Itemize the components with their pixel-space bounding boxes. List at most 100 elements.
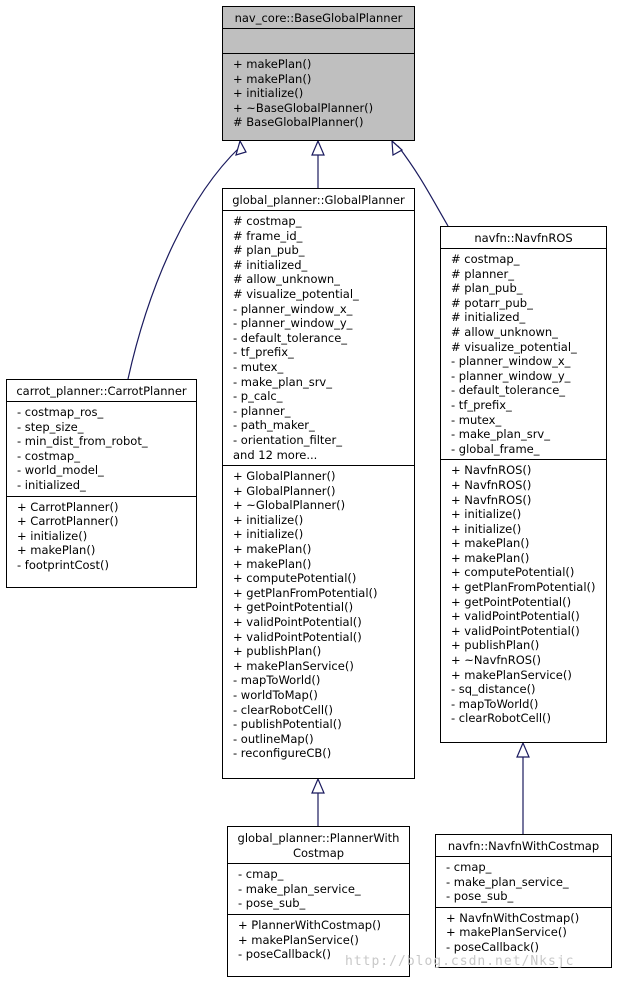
- class-name: nav_core::BaseGlobalPlanner: [234, 11, 403, 25]
- member-line: # initialized_: [451, 310, 526, 325]
- methods-section: + GlobalPlanner()+ GlobalPlanner()+ ~Glo…: [223, 465, 414, 764]
- member-line: + NavfnROS(): [451, 492, 532, 507]
- member-line: + validPointPotential(): [233, 629, 362, 644]
- member-line: - planner_window_y_: [233, 316, 353, 331]
- class-carrot-planner[interactable]: carrot_planner::CarrotPlanner - costmap_…: [6, 379, 197, 588]
- member-line: + ~NavfnROS(): [451, 653, 542, 668]
- member-line: + makePlanService(): [238, 932, 359, 947]
- arrowhead-nwc: [516, 741, 530, 758]
- class-name: global_planner::PlannerWith Costmap: [228, 827, 409, 863]
- member-line: - make_plan_srv_: [233, 374, 332, 389]
- member-line: + makePlan(): [451, 550, 530, 565]
- member-line: + makePlan(): [233, 542, 312, 557]
- member-line: # allow_unknown_: [233, 272, 340, 287]
- member-line: - mutex_: [451, 412, 502, 427]
- methods-section: + CarrotPlanner()+ CarrotPlanner()+ init…: [7, 495, 196, 576]
- class-navfn-ros[interactable]: navfn::NavfnROS # costmap_# planner_# pl…: [440, 226, 607, 743]
- member-line: # initialized_: [233, 257, 308, 272]
- member-line: - outlineMap(): [233, 731, 314, 746]
- member-line: # allow_unknown_: [451, 324, 558, 339]
- member-line: + initialize(): [451, 507, 522, 522]
- member-line: - tf_prefix_: [451, 397, 512, 412]
- member-line: - tf_prefix_: [233, 345, 294, 360]
- methods-section: + NavfnROS()+ NavfnROS()+ NavfnROS()+ in…: [441, 459, 606, 729]
- member-line: + getPointPotential(): [233, 600, 354, 615]
- member-line: - cmap_: [238, 867, 284, 882]
- member-line: + makePlan(): [17, 543, 96, 558]
- member-line: + makePlanService(): [446, 925, 567, 940]
- edge-carrot-to-base: [127, 146, 241, 380]
- member-line: + initialize(): [451, 521, 522, 536]
- member-line: - default_tolerance_: [451, 383, 566, 398]
- class-name: navfn::NavfnWithCostmap: [447, 839, 600, 853]
- member-line: - p_calc_: [233, 389, 283, 404]
- member-line: - make_plan_srv_: [451, 427, 550, 442]
- member-line: - pose_sub_: [446, 889, 514, 904]
- member-line: + initialize(): [233, 86, 304, 101]
- member-line: - costmap_: [17, 448, 80, 463]
- member-line: - cmap_: [446, 860, 492, 874]
- member-line: + initialize(): [17, 528, 88, 543]
- member-line: # plan_pub_: [233, 243, 305, 258]
- member-line: - global_frame_: [451, 441, 540, 456]
- class-global-planner[interactable]: global_planner::GlobalPlanner # costmap_…: [222, 188, 415, 779]
- attributes-section: - cmap_- make_plan_service_- pose_sub_: [436, 856, 611, 907]
- member-line: - clearRobotCell(): [451, 711, 551, 726]
- attributes-section: - costmap_ros_- step_size_- min_dist_fro…: [7, 401, 196, 496]
- member-line: + initialize(): [233, 512, 304, 527]
- member-line: # BaseGlobalPlanner(): [233, 115, 364, 130]
- member-line: + publishPlan(): [233, 644, 322, 659]
- class-name-line-2: Costmap: [292, 845, 345, 860]
- watermark: http://blog.csdn.net/Nksjc: [345, 954, 575, 969]
- member-line: - planner_window_y_: [451, 368, 571, 383]
- member-line: - publishPotential(): [233, 717, 342, 732]
- member-line: + computePotential(): [233, 571, 357, 586]
- member-line: + NavfnROS(): [451, 463, 532, 478]
- member-line: + CarrotPlanner(): [17, 499, 119, 514]
- member-line: + validPointPotential(): [451, 609, 580, 624]
- member-line: - step_size_: [17, 419, 84, 434]
- member-line: - initialized_: [17, 477, 86, 492]
- class-navfn-with-costmap[interactable]: navfn::NavfnWithCostmap - cmap_- make_pl…: [435, 834, 612, 968]
- methods-section: + makePlan()+ makePlan()+ initialize()+ …: [223, 53, 414, 133]
- attributes-section: [223, 28, 414, 53]
- member-line: + publishPlan(): [451, 638, 540, 653]
- member-line: # plan_pub_: [451, 281, 523, 296]
- edge-navfn-to-base: [397, 145, 449, 227]
- member-line: + NavfnWithCostmap(): [446, 910, 580, 925]
- member-line: # potarr_pub_: [451, 295, 533, 310]
- member-line: + GlobalPlanner(): [233, 469, 336, 484]
- member-line: - mutex_: [233, 359, 284, 374]
- member-line: - mapToWorld(): [233, 673, 321, 688]
- member-line: + validPointPotential(): [233, 615, 362, 630]
- member-line: # costmap_: [451, 252, 520, 266]
- member-line: - reconfigureCB(): [233, 746, 332, 761]
- member-line: + getPlanFromPotential(): [233, 585, 378, 600]
- methods-section: + PlannerWithCostmap()+ makePlanService(…: [228, 913, 409, 965]
- arrowhead-pwc: [311, 777, 325, 794]
- member-line: and 12 more...: [233, 447, 318, 462]
- member-line: + getPlanFromPotential(): [451, 580, 596, 595]
- class-name: carrot_planner::CarrotPlanner: [16, 384, 187, 398]
- class-name: global_planner::GlobalPlanner: [232, 193, 405, 207]
- member-line: - orientation_filter_: [233, 432, 342, 447]
- class-planner-with-costmap[interactable]: global_planner::PlannerWith Costmap - cm…: [227, 826, 410, 977]
- class-name-line-1: global_planner::PlannerWith: [237, 831, 400, 845]
- member-line: + makePlan(): [451, 536, 530, 551]
- arrowhead-navfn: [391, 139, 404, 156]
- member-line: + CarrotPlanner(): [17, 514, 119, 529]
- member-line: - worldToMap(): [233, 688, 318, 702]
- methods-section: + NavfnWithCostmap()+ makePlanService()-…: [436, 906, 611, 958]
- member-line: + GlobalPlanner(): [233, 483, 336, 498]
- member-line: - world_model_: [17, 463, 104, 478]
- member-line: # costmap_: [233, 214, 302, 228]
- member-line: + ~GlobalPlanner(): [233, 498, 346, 513]
- class-base-global-planner[interactable]: nav_core::BaseGlobalPlanner + makePlan()…: [222, 6, 415, 141]
- member-line: - sq_distance(): [451, 682, 536, 697]
- member-line: - planner_window_x_: [233, 301, 353, 316]
- member-line: + PlannerWithCostmap(): [238, 917, 382, 932]
- member-line: - poseCallback(): [446, 939, 539, 954]
- member-line: - make_plan_service_: [446, 874, 569, 889]
- member-line: - min_dist_from_robot_: [17, 434, 148, 449]
